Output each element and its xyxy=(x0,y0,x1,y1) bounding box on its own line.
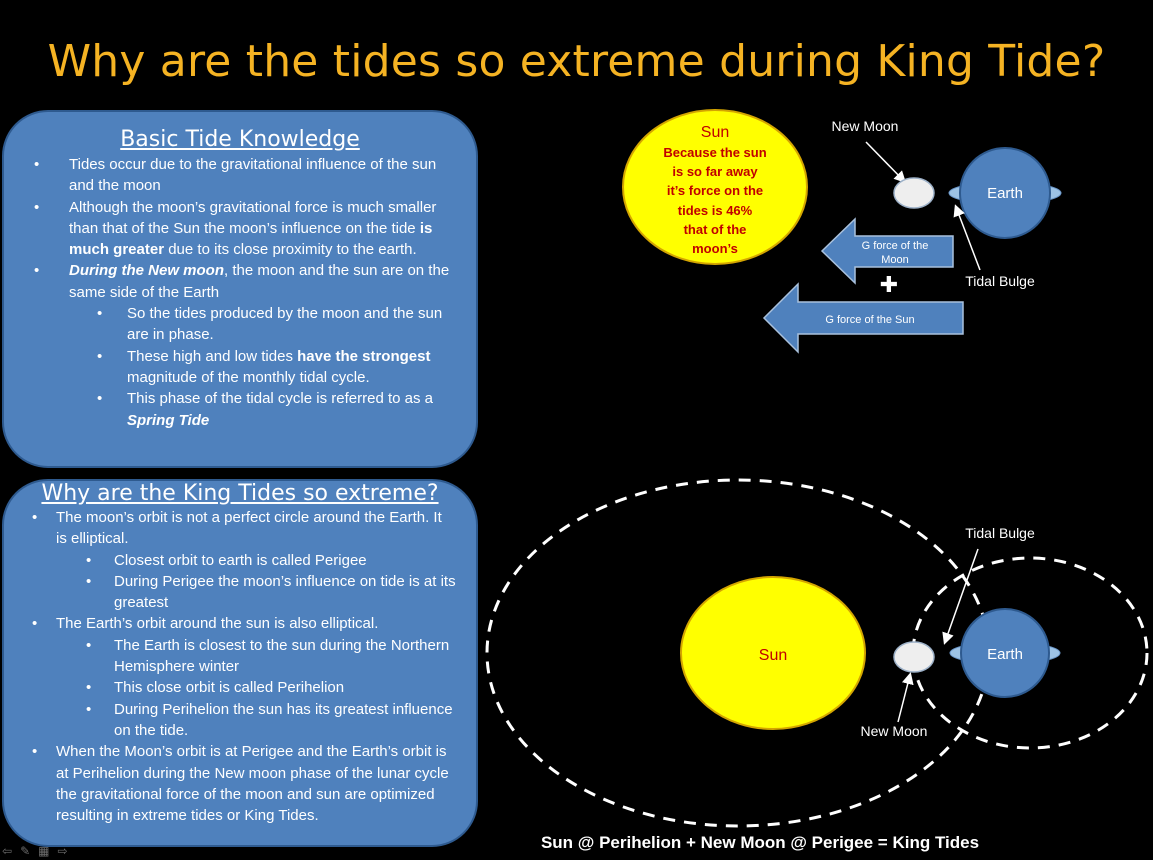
earth-circle xyxy=(959,147,1051,239)
king-tide-caption: Sun @ Perihelion + New Moon @ Perigee = … xyxy=(540,833,980,852)
king-tides-panel: Why are the King Tides so extreme? The m… xyxy=(2,479,478,847)
list-item: Tides occur due to the gravitational inf… xyxy=(4,154,476,197)
tidal-bulge-label-2: Tidal Bulge xyxy=(965,525,1035,541)
earth-label: Earth xyxy=(987,185,1023,202)
list-item: This phase of the tidal cycle is referre… xyxy=(69,388,454,431)
back-arrow-icon[interactable]: ⇦ xyxy=(2,844,13,858)
list-item: The Earth’s orbit around the sun is also… xyxy=(4,613,476,741)
sun-note-line: it’s force on the xyxy=(667,183,763,198)
list-item: The Earth is closest to the sun during t… xyxy=(56,635,456,678)
tidal-bulge-pointer xyxy=(953,204,981,271)
sun-note-line: that of the xyxy=(684,222,747,237)
tidal-bulge-label: Tidal Bulge xyxy=(965,273,1035,289)
moon-orbit-ellipse xyxy=(911,556,1149,750)
basic-bullets: Tides occur due to the gravitational inf… xyxy=(4,154,476,431)
plus-sign: ✚ xyxy=(880,272,898,297)
new-moon-pointer-2 xyxy=(897,672,914,723)
g-force-sun-label: G force of the Sun xyxy=(825,314,914,326)
list-item: The moon’s orbit is not a perfect circle… xyxy=(4,507,476,613)
g-force-moon-label: G force of the xyxy=(862,240,929,252)
list-item: So the tides produced by the moon and th… xyxy=(69,303,454,346)
king-bullets: The moon’s orbit is not a perfect circle… xyxy=(4,507,476,826)
list-item: These high and low tides have the strong… xyxy=(69,346,454,389)
sun-note-line: Because the sun xyxy=(663,145,766,160)
forward-arrow-icon[interactable]: ⇨ xyxy=(57,844,68,858)
slides-icon[interactable]: ▦ xyxy=(38,844,50,858)
panel-heading-basic: Basic Tide Knowledge xyxy=(120,127,360,152)
new-moon-shape-2 xyxy=(893,641,935,673)
basic-tide-knowledge-panel: Basic Tide Knowledge Tides occur due to … xyxy=(2,110,478,468)
new-moon-shape xyxy=(893,177,935,209)
sun-note-line: moon’s xyxy=(692,241,738,256)
pen-icon[interactable]: ✎ xyxy=(20,844,31,858)
list-item: During Perigee the moon’s influence on t… xyxy=(56,571,456,614)
g-force-moon-arrow xyxy=(820,217,954,285)
sun-circle xyxy=(622,109,808,265)
earth-label-2: Earth xyxy=(987,646,1023,663)
sun-note-line: is so far away xyxy=(672,164,758,179)
panel-heading-king: Why are the King Tides so extreme? xyxy=(41,481,439,506)
sun-title: Sun xyxy=(701,124,729,141)
sun-circle-2 xyxy=(680,576,866,730)
list-item: When the Moon’s orbit is at Perigee and … xyxy=(4,741,476,826)
slide-title: Why are the tides so extreme during King… xyxy=(47,36,1106,87)
list-item: Although the moon’s gravitational force … xyxy=(4,197,476,261)
new-moon-label-2: New Moon xyxy=(861,723,928,739)
earth-circle-2 xyxy=(960,608,1050,698)
new-moon-pointer xyxy=(865,141,907,184)
list-item: During Perihelion the sun has its greate… xyxy=(56,699,456,742)
list-item: During the New moon, the moon and the su… xyxy=(4,260,476,430)
sun-label-2: Sun xyxy=(759,647,787,664)
g-force-sun-arrow xyxy=(762,282,964,354)
tidal-bulge-pointer-2 xyxy=(942,548,979,645)
new-moon-label: New Moon xyxy=(832,118,899,134)
g-force-moon-label: Moon xyxy=(881,254,909,266)
slideshow-controls: ⇦ ✎ ▦ ⇨ xyxy=(2,844,76,858)
sun-note-line: tides is 46% xyxy=(678,203,753,218)
list-item: This close orbit is called Perihelion xyxy=(56,677,456,699)
list-item: Closest orbit to earth is called Perigee xyxy=(56,550,456,572)
